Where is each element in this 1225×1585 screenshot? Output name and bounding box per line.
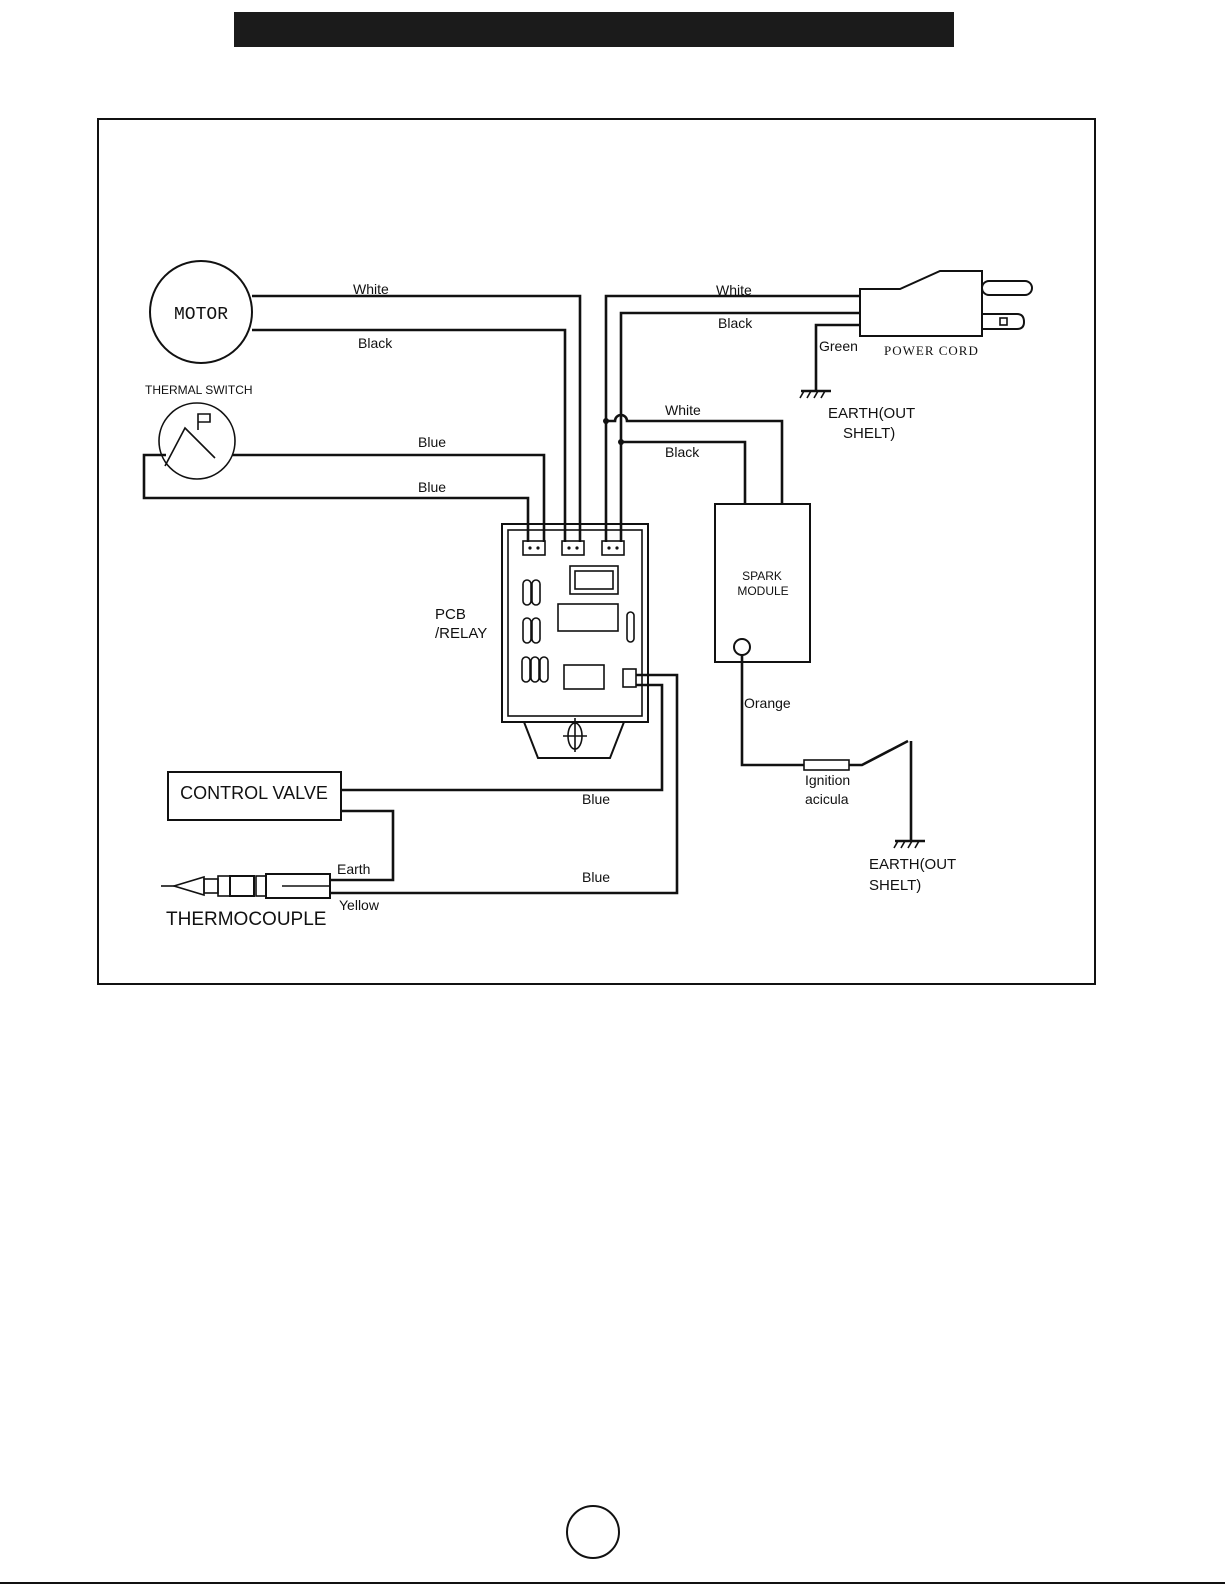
label-orange: Orange bbox=[744, 695, 791, 711]
wire-motor-black bbox=[252, 330, 565, 542]
power-cord-label: POWER CORD bbox=[884, 343, 979, 358]
pcb-relay-3 bbox=[564, 665, 604, 689]
plug-prong-bottom bbox=[982, 314, 1024, 329]
thermal-switch-contact bbox=[165, 428, 215, 466]
label-thermal-blue-2: Blue bbox=[418, 479, 446, 495]
label-thermal-blue-1: Blue bbox=[418, 434, 446, 450]
thermal-switch: THERMAL SWITCH bbox=[145, 383, 253, 479]
earth-top-line-1: EARTH(OUT bbox=[828, 405, 915, 422]
plug-prong-hole bbox=[1000, 318, 1007, 325]
wire-motor-white bbox=[252, 296, 580, 542]
label-cord-green: Green bbox=[819, 338, 858, 354]
motor-label: MOTOR bbox=[174, 305, 228, 325]
page-number-circle bbox=[567, 1506, 619, 1558]
pcb-mount-bracket bbox=[524, 722, 624, 758]
label-spark-white: White bbox=[665, 402, 701, 418]
thermocouple-label: THERMOCOUPLE bbox=[166, 909, 326, 930]
wire-cord-white bbox=[606, 296, 860, 542]
label-valve-blue: Blue bbox=[582, 791, 610, 807]
power-plug-body bbox=[860, 271, 982, 336]
pcb-connector-3 bbox=[602, 541, 624, 555]
spark-module-line-1: SPARK bbox=[742, 569, 782, 583]
pcb-inner bbox=[508, 530, 642, 716]
spark-module-line-2: MODULE bbox=[737, 584, 788, 598]
ignition-line-1: Ignition bbox=[805, 772, 850, 788]
junction-black bbox=[618, 439, 624, 445]
wire-thermo-blue bbox=[330, 675, 677, 893]
control-valve-label: CONTROL VALVE bbox=[180, 783, 328, 803]
pcb-relay-2 bbox=[558, 604, 618, 631]
pcb-outer bbox=[502, 524, 648, 722]
label-motor-white: White bbox=[353, 281, 389, 297]
spark-output-terminal bbox=[734, 639, 750, 655]
label-cord-white: White bbox=[716, 282, 752, 298]
header-bar bbox=[234, 12, 954, 47]
thermocouple bbox=[161, 874, 330, 898]
thermocouple-tip bbox=[174, 877, 204, 895]
label-cord-black: Black bbox=[718, 315, 753, 331]
ignition-gap-contact bbox=[849, 741, 908, 765]
earth-bottom-line-2: SHELT) bbox=[869, 877, 921, 894]
plug-prong-top bbox=[982, 281, 1032, 295]
junction-white bbox=[603, 418, 609, 424]
earth-symbol-top bbox=[800, 391, 831, 398]
ignition-electrode bbox=[804, 760, 849, 770]
motor: MOTOR bbox=[150, 261, 252, 363]
pcb-connector-2 bbox=[562, 541, 584, 555]
earth-top-line-2: SHELT) bbox=[843, 425, 895, 442]
ignition-line-2: acicula bbox=[805, 791, 849, 807]
pcb-label-line-2: /RELAY bbox=[435, 625, 487, 642]
wire-cord-green bbox=[816, 325, 860, 390]
pcb-label-line-1: PCB bbox=[435, 606, 466, 623]
thermal-switch-label: THERMAL SWITCH bbox=[145, 383, 253, 397]
earth-symbol-bottom bbox=[894, 841, 925, 848]
pcb-relay bbox=[502, 524, 648, 758]
control-valve: CONTROL VALVE bbox=[168, 772, 341, 820]
label-yellow: Yellow bbox=[339, 897, 380, 913]
label-spark-black: Black bbox=[665, 444, 700, 460]
thermal-switch-bimetal bbox=[198, 414, 210, 430]
wire-thermal-blue-2 bbox=[144, 455, 528, 542]
spark-module-box bbox=[715, 504, 810, 662]
label-earth: Earth bbox=[337, 861, 370, 877]
earth-bottom-line-1: EARTH(OUT bbox=[869, 856, 956, 873]
label-thermo-blue: Blue bbox=[582, 869, 610, 885]
pcb-connector-side bbox=[623, 669, 636, 687]
pcb-connector-1 bbox=[523, 541, 545, 555]
diagram-frame bbox=[98, 119, 1095, 984]
power-cord: POWER CORD bbox=[860, 271, 1032, 358]
label-motor-black: Black bbox=[358, 335, 393, 351]
spark-module: SPARK MODULE bbox=[715, 504, 810, 662]
